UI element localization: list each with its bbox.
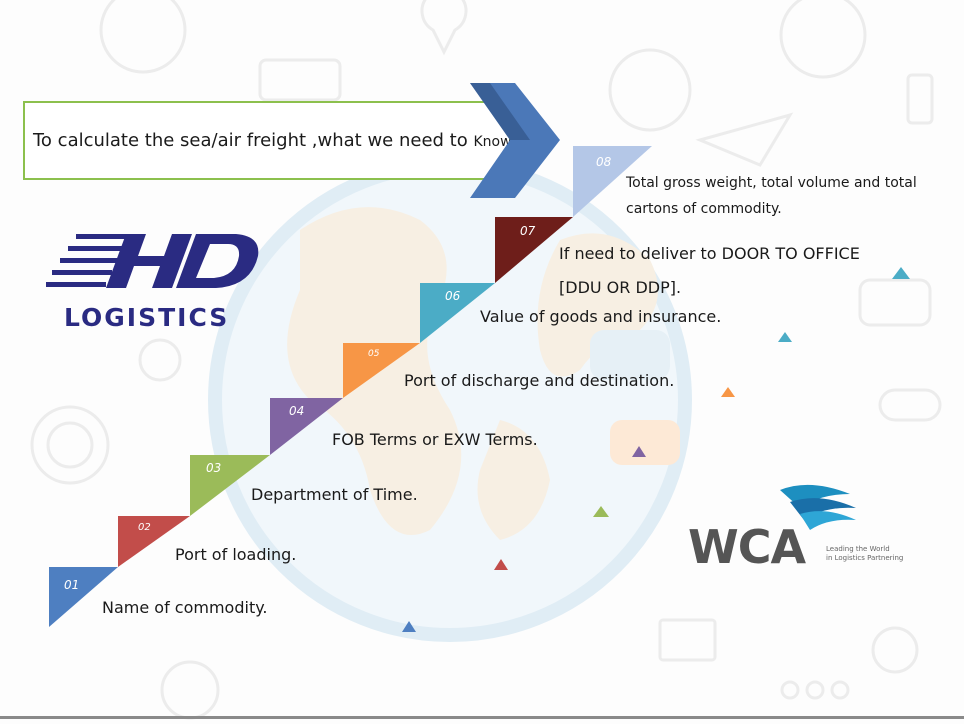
step-number: 05 (368, 349, 380, 359)
decor-triangle (494, 559, 508, 570)
step-3-triangle (190, 455, 270, 516)
decor-triangle (632, 446, 646, 457)
wca-tagline: Leading the World in Logistics Partnerin… (826, 545, 903, 563)
step-2-triangle (118, 516, 190, 567)
title-main-text: To calculate the sea/air freight ,what w… (33, 130, 474, 151)
step-label: Port of loading. (175, 545, 297, 564)
decor-triangle (593, 506, 609, 517)
step-7-triangle (495, 217, 573, 283)
step-number: 02 (138, 522, 151, 533)
step-label: Value of goods and insurance. (480, 307, 722, 326)
title-text: To calculate the sea/air freight ,what w… (33, 130, 512, 151)
decor-triangle (778, 332, 792, 342)
hmd-logo-icon (46, 234, 259, 288)
wca-logo-text: WCA (688, 520, 806, 574)
step-number: 04 (289, 404, 305, 418)
decor-triangle (402, 621, 416, 632)
step-number: 07 (520, 224, 536, 238)
hmd-logo-text: LOGISTICS (64, 303, 230, 332)
title-know-text: Know (473, 134, 512, 150)
decor-triangle (892, 267, 910, 279)
step-label: Name of commodity. (102, 598, 268, 617)
step-label: Total gross weight, total volume and tot… (626, 170, 917, 222)
step-8-triangle (573, 146, 652, 217)
step-number: 01 (64, 578, 80, 592)
step-label-line: If need to deliver to DOOR TO OFFICE (559, 244, 860, 263)
step-label-line: [DDU OR DDP]. (559, 278, 682, 297)
step-4-triangle (270, 398, 343, 455)
step-label: If need to deliver to DOOR TO OFFICE [DD… (559, 237, 860, 305)
step-number: 08 (596, 155, 612, 169)
step-number: 06 (445, 289, 461, 303)
step-1-triangle (49, 567, 118, 627)
wca-tagline-line: in Logistics Partnering (826, 554, 904, 562)
step-label: Port of discharge and destination. (404, 371, 675, 390)
step-label: Department of Time. (251, 485, 418, 504)
wca-tagline-line: Leading the World (826, 545, 890, 553)
step-6-triangle (420, 283, 495, 343)
bottom-divider (0, 716, 964, 719)
step-label: FOB Terms or EXW Terms. (332, 430, 538, 449)
chevron-arrow-icon (470, 83, 560, 198)
decor-triangle (721, 387, 735, 397)
step-number: 03 (206, 461, 222, 475)
step-label-line: Total gross weight, total volume and tot… (626, 175, 917, 191)
step-label-line: cartons of commodity. (626, 201, 782, 217)
step-5-triangle (343, 343, 420, 398)
wca-bird-icon (780, 484, 856, 530)
